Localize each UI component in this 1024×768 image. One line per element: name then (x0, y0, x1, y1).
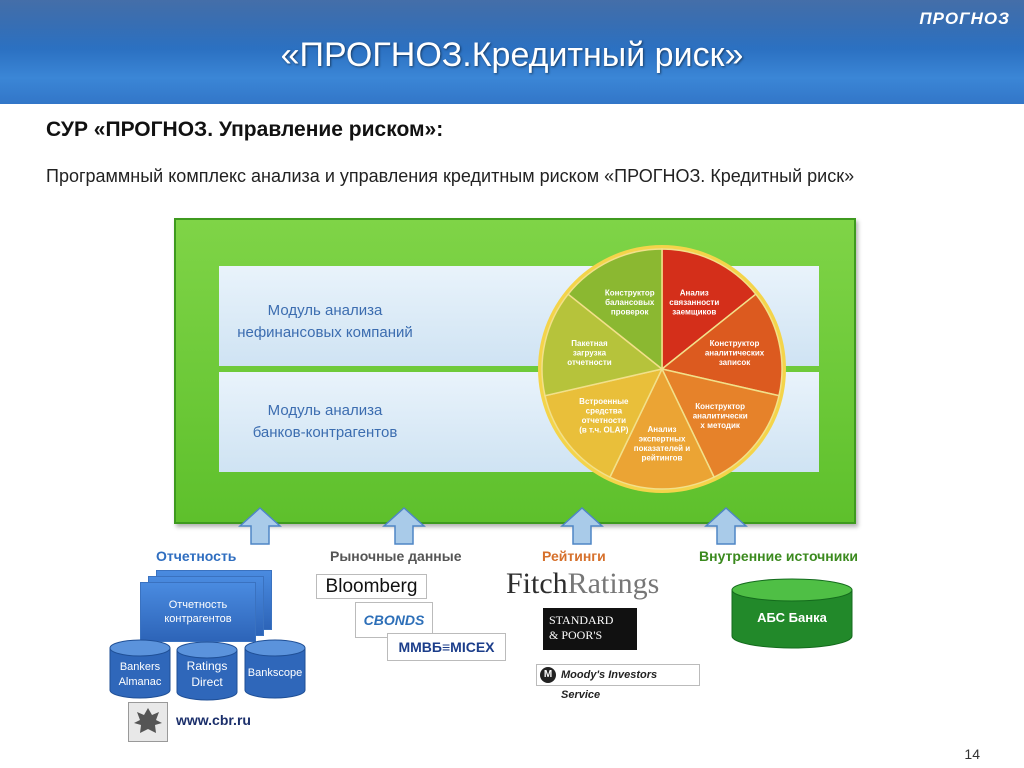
module-label-banks: Модуль анализа банков-контрагентов (230, 400, 420, 444)
database-icon (176, 641, 238, 701)
cbr-link[interactable]: www.cbr.ru (176, 712, 251, 728)
fitch-logo-word: Fitch (506, 567, 568, 600)
sp-logo-line: & POOR'S (549, 628, 603, 642)
pie-segment (541, 293, 664, 397)
pie-segment (660, 293, 783, 397)
up-arrow-icon (382, 506, 426, 545)
bank-of-russia-seal-icon (128, 702, 168, 742)
database-icon (731, 578, 853, 649)
pie-segment (608, 367, 716, 490)
fitch-logo-word: Ratings (567, 567, 660, 600)
standard-poors-logo: STANDARD & POOR'S (543, 608, 637, 650)
database-icon (109, 639, 171, 699)
bloomberg-logo: Bloomberg (316, 574, 427, 599)
module-label-line: Модуль анализа (267, 402, 383, 419)
database-label: Ratings (186, 659, 228, 673)
slide-description: Программный комплекс анализа и управлени… (46, 166, 855, 186)
abs-bank-label: АБС Банка (730, 611, 854, 629)
module-label-line: банков-контрагентов (252, 424, 398, 441)
pie-segment (660, 367, 780, 479)
moodys-emblem-icon: M (540, 667, 556, 683)
database-label: Direct (191, 675, 223, 689)
document-label: Отчетность (168, 599, 228, 611)
moodys-logo-text: Moody's Investors Service (561, 669, 658, 701)
moodys-logo: M Moody's Investors Service (536, 664, 700, 701)
slide-title: «ПРОГНОЗ.Кредитный риск» (280, 36, 744, 74)
brand-logo: ПРОГНОЗ (919, 9, 1010, 28)
database-label: Almanac (118, 676, 162, 688)
up-arrow-icon (560, 506, 604, 545)
eagle-emblem-icon (134, 708, 162, 733)
cbonds-logo: CBONDS (355, 602, 433, 638)
fitch-ratings-logo: FitchRatings (506, 566, 659, 602)
up-arrow-icon (704, 506, 748, 545)
bankscope-label: Bankscope (243, 666, 307, 682)
database-icon (244, 639, 306, 699)
sp-logo-line: STANDARD (549, 613, 614, 627)
counterparty-reports-document: Отчетность контрагентов (140, 582, 256, 642)
pie-segment (544, 367, 664, 479)
module-label-line: Модуль анализа (267, 302, 383, 319)
ratings-direct-label: Ratings Direct (175, 659, 239, 691)
module-label-nonfinancial: Модуль анализа нефинансовых компаний (230, 300, 420, 344)
module-label-line: нефинансовых компаний (237, 324, 413, 341)
bankers-almanac-label: Bankers Almanac (108, 660, 172, 692)
micex-logo: ММВБ≡MICEX (387, 633, 506, 661)
database-label: Bankscope (247, 667, 303, 679)
up-arrow-icon (238, 506, 282, 545)
source-heading-ratings: Рейтинги (542, 548, 606, 564)
slide-subtitle: СУР «ПРОГНОЗ. Управление риском»: (46, 118, 444, 141)
source-heading-market: Рыночные данные (330, 548, 462, 564)
title-bar: ПРОГНОЗ «ПРОГНОЗ.Кредитный риск» (0, 0, 1024, 104)
document-label: контрагентов (164, 613, 232, 625)
source-heading-reporting: Отчетность (156, 548, 237, 564)
database-label: АБС Банка (757, 610, 827, 625)
database-label: Bankers (119, 661, 161, 673)
pie-segment (661, 248, 757, 371)
pie-segment (567, 248, 663, 371)
page-number: 14 (964, 746, 980, 762)
source-heading-internal: Внутренние источники (699, 548, 858, 564)
header-gloss (0, 0, 1024, 50)
